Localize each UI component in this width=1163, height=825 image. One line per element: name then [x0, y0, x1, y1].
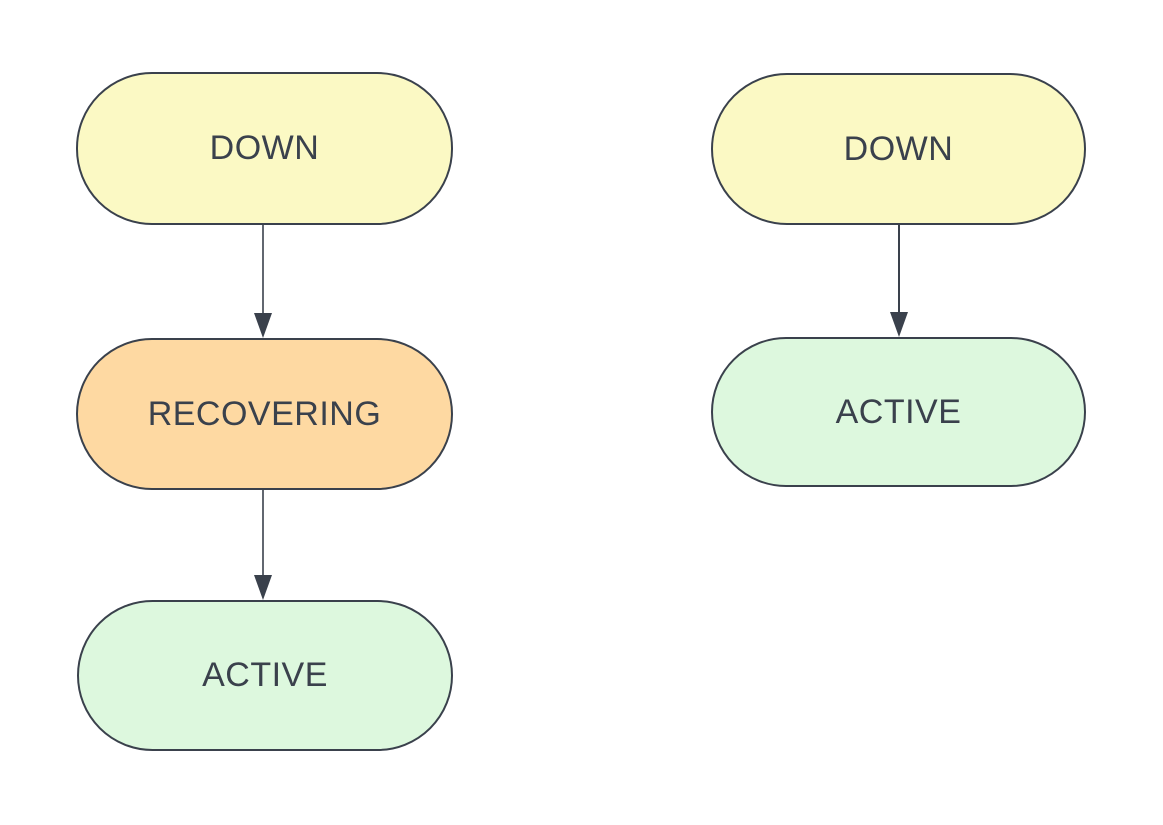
state-node-down-right: DOWN — [711, 73, 1086, 225]
arrowhead-icon — [890, 312, 908, 337]
arrowhead-icon — [254, 313, 272, 338]
state-node-label: ACTIVE — [835, 392, 962, 431]
state-node-label: DOWN — [843, 129, 954, 168]
state-node-label: ACTIVE — [202, 656, 328, 694]
state-node-label: RECOVERING — [147, 394, 382, 433]
arrow-recovering-to-active — [254, 490, 272, 600]
arrow-down-to-recovering — [254, 225, 272, 338]
arrow-down-to-active — [890, 225, 908, 337]
state-node-active-right: ACTIVE — [711, 337, 1086, 487]
state-node-active-left: ACTIVE — [77, 600, 453, 751]
arrowhead-icon — [254, 575, 272, 600]
state-node-label: DOWN — [209, 129, 320, 167]
state-node-recovering: RECOVERING — [76, 338, 453, 490]
state-node-down-left: DOWN — [76, 72, 453, 225]
